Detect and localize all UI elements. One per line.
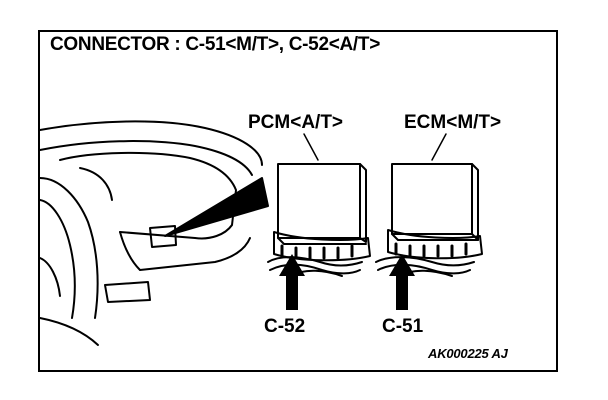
dashboard-illustration — [39, 120, 263, 346]
arrow-up-c52 — [279, 254, 305, 310]
c52-label: C-52 — [264, 316, 306, 337]
diagram-frame — [38, 30, 558, 372]
arrow-up-c51 — [389, 254, 415, 310]
figure-code: AK000225 AJ — [428, 346, 508, 361]
pcm-module — [267, 133, 371, 277]
ecm-label: ECM<M/T> — [404, 112, 502, 133]
diagram-title: CONNECTOR : C-51<M/T>, C-52<A/T> — [50, 34, 381, 55]
callout-pointer — [164, 177, 269, 237]
c51-label: C-51 — [382, 316, 424, 337]
pcm-label: PCM<A/T> — [248, 112, 344, 133]
ecm-module — [375, 133, 483, 277]
